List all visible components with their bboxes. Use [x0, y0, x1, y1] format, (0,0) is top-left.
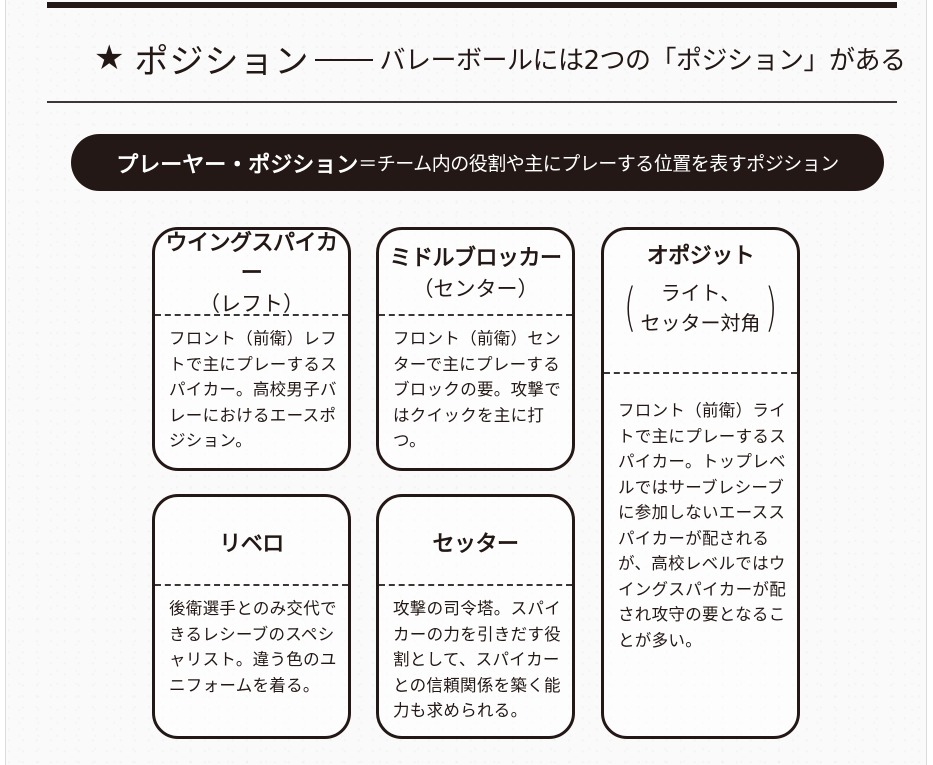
title-subtitle: バレーボールには2つの「ポジション」がある: [379, 45, 906, 76]
card-description: フロント（前衛）ライトで主にプレーするスパイカー。トップレベルではサーブレシーブ…: [618, 401, 786, 650]
card-subtitle: ( ライト、 セッター対角 ): [620, 278, 781, 338]
card-header: リベロ: [155, 497, 348, 586]
title-dash-divider: [315, 59, 374, 61]
card-header: セッター: [379, 497, 572, 586]
card-subtitle: （センター）: [412, 277, 539, 301]
card-title: ウイングスパイカー: [165, 231, 338, 286]
card-header: ウイングスパイカー （レフト）: [155, 230, 348, 316]
card-title: リベロ: [219, 531, 284, 557]
card-description: フロント（前衛）レフトで主にプレーするスパイカー。高校男子バレーにおけるエースポ…: [169, 329, 337, 450]
card-description: フロント（前衛）センターで主にプレーするブロックの要。攻撃ではクイックを主に打つ…: [393, 329, 561, 450]
card-subtitle-lines: ライト、 セッター対角: [641, 278, 761, 338]
title-underline: [47, 101, 897, 103]
close-paren: ): [764, 278, 777, 338]
star-icon: ★: [94, 38, 125, 78]
definition-banner: プレーヤー・ポジション ＝チーム内の役割や主にプレーする位置を表すポジション: [71, 134, 884, 191]
position-card-libero: リベロ 後衛選手とのみ交代できるレシーブのスペシャリスト。違う色のユニフォームを…: [152, 494, 351, 739]
card-title: ミドルブロッカー: [389, 246, 562, 271]
card-title: オポジット: [646, 244, 755, 269]
banner-term: プレーヤー・ポジション: [116, 152, 359, 178]
card-description: 後衛選手とのみ交代できるレシーブのスペシャリスト。違う色のユニフォームを着る。: [169, 599, 337, 695]
position-card-setter: セッター 攻撃の司令塔。スパイカーの力を引きだす役割として、スパイカーとの信頼関…: [376, 494, 575, 739]
page: ★ ポジション バレーボールには2つの「ポジション」がある プレーヤー・ポジショ…: [5, 0, 927, 765]
card-title: セッター: [432, 531, 519, 557]
section-title: ★ ポジション バレーボールには2つの「ポジション」がある: [94, 36, 906, 82]
top-rule: [47, 2, 897, 8]
card-subtitle-line2: セッター対角: [640, 311, 761, 335]
card-subtitle: （レフト）: [199, 292, 304, 316]
position-card-middle-blocker: ミドルブロッカー （センター） フロント（前衛）センターで主にプレーするブロック…: [376, 227, 575, 471]
position-card-opposite: オポジット ( ライト、 セッター対角 ) フロント（前衛）ライトで主にプレーす…: [601, 227, 800, 739]
card-description: 攻撃の司令塔。スパイカーの力を引きだす役割として、スパイカーとの信頼関係を築く能…: [393, 599, 561, 720]
banner-definition: ＝チーム内の役割や主にプレーする位置を表すポジション: [358, 153, 839, 175]
open-paren: (: [624, 278, 637, 338]
title-main: ポジション: [134, 41, 310, 82]
card-header: オポジット ( ライト、 セッター対角 ): [604, 230, 797, 374]
card-header: ミドルブロッカー （センター）: [379, 230, 572, 316]
position-card-wing-spiker: ウイングスパイカー （レフト） フロント（前衛）レフトで主にプレーするスパイカー…: [152, 227, 351, 471]
card-subtitle-line1: ライト、: [660, 281, 741, 305]
